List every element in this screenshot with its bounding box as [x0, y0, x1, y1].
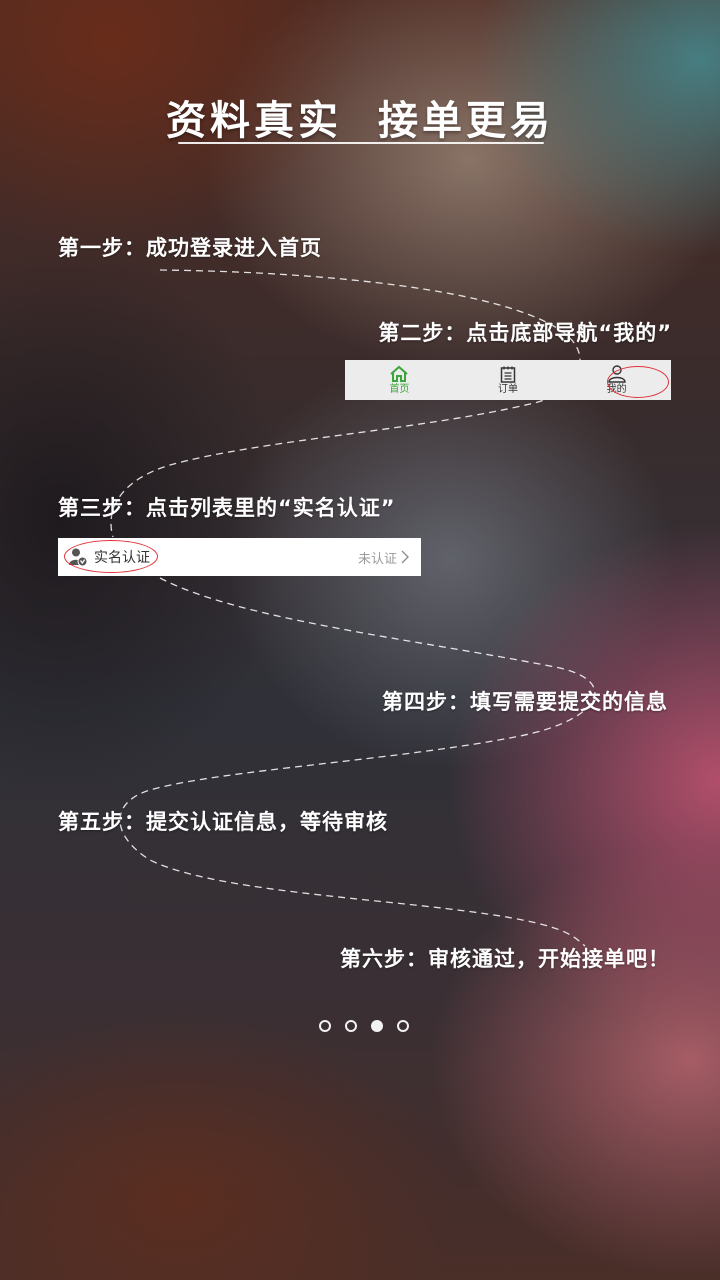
page-dot-1[interactable] — [319, 1020, 331, 1032]
verify-status: 未认证 — [357, 551, 397, 567]
nav-item-mine[interactable]: 我的 — [562, 360, 671, 400]
step-6: 第六步：审核通过，开始接单吧！ — [340, 947, 670, 971]
step-2: 第二步：点击底部导航“我的” — [378, 321, 672, 345]
highlight-ring — [64, 540, 158, 573]
nav-label-home: 首页 — [389, 384, 410, 395]
bottom-nav-preview: 首页 订单 我的 — [345, 360, 671, 400]
title-underline — [178, 142, 544, 144]
page-dot-2[interactable] — [345, 1020, 357, 1032]
highlight-ring — [607, 366, 670, 398]
clipboard-icon — [500, 366, 516, 383]
step-3: 第三步：点击列表里的“实名认证” — [58, 496, 396, 520]
nav-item-home[interactable]: 首页 — [345, 360, 454, 400]
nav-label-orders: 订单 — [498, 384, 518, 395]
page-title: 资料真实接单更易 — [0, 88, 720, 146]
real-name-verification-row[interactable]: 实名认证 未认证 — [58, 538, 421, 576]
nav-item-orders[interactable]: 订单 — [454, 360, 563, 400]
home-icon — [390, 365, 408, 382]
step-4: 第四步：填写需要提交的信息 — [382, 690, 668, 714]
title-right: 接单更易 — [378, 98, 554, 144]
page-dot-4[interactable] — [397, 1020, 409, 1032]
chevron-right-icon — [401, 550, 409, 564]
step-5: 第五步：提交认证信息，等待审核 — [58, 810, 388, 834]
page-indicator — [319, 1020, 409, 1032]
step-1: 第一步：成功登录进入首页 — [58, 236, 322, 260]
title-left: 资料真实 — [166, 98, 342, 144]
page-dot-3-active[interactable] — [371, 1020, 383, 1032]
